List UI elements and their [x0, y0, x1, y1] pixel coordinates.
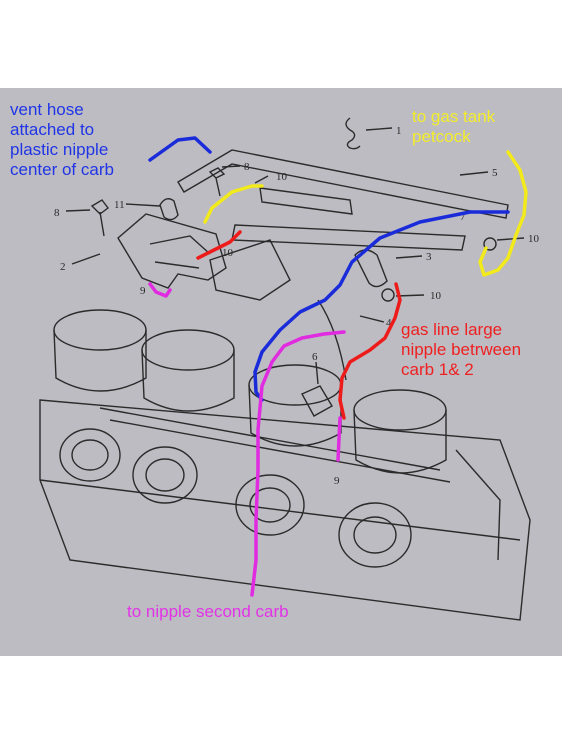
blue-hose-line: [148, 136, 510, 402]
red-hose-line: [196, 230, 402, 420]
part-number: 8: [244, 161, 250, 173]
part-number-labels: 1 5 8 8 10 11 2 10 3 10 9 4 6 9 10 7: [54, 125, 540, 487]
part-number: 2: [60, 261, 66, 273]
part-number: 3: [426, 251, 432, 263]
manual-photo: [0, 88, 562, 656]
gas-tank-annotation: to gas tank petcock: [412, 107, 496, 146]
part-number: 10: [276, 171, 288, 183]
part-number: 4: [386, 317, 392, 329]
t-fitting-part: [354, 249, 388, 288]
part-number: 6: [312, 351, 318, 363]
part-number: 10: [528, 233, 540, 245]
vent-hose-part: [177, 149, 509, 219]
part-number: 10: [430, 290, 442, 302]
annotation-lines: [148, 136, 528, 597]
yellow-hose-line: [203, 150, 528, 277]
part-number: 8: [54, 207, 60, 219]
bracket-part: [117, 213, 227, 289]
part-number: 9: [140, 285, 146, 297]
part-number: 1: [396, 125, 402, 137]
gas-line-annotation: gas line large nipple betrween carb 1& 2: [401, 320, 522, 379]
part-number: 10: [222, 247, 234, 259]
fitting-part: [301, 385, 333, 417]
part-number: 9: [334, 475, 340, 487]
part-number: 5: [492, 167, 498, 179]
second-carb-annotation: to nipple second carb: [127, 602, 289, 621]
clip-part: [345, 117, 361, 150]
part-number: 7: [460, 211, 466, 223]
vent-hose-annotation: vent hose attached to plastic nipple cen…: [10, 100, 114, 179]
screw-part: [90, 199, 109, 237]
fuel-tube-part: [259, 187, 353, 215]
magenta-hose-line: [148, 282, 346, 597]
part-number: 11: [114, 199, 125, 211]
